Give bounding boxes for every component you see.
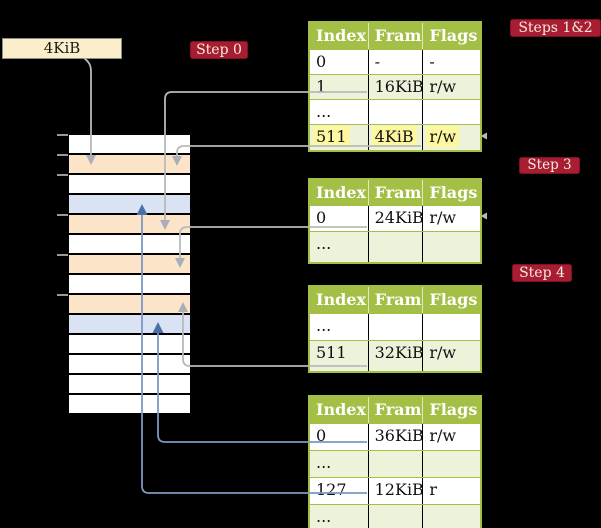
table-cell: 16KiB [367,75,422,99]
table-header-row: IndexFrameFlags [310,397,480,423]
table-cell: r/w [422,75,480,99]
table-cell [367,100,423,124]
table-cell: 24KiB [367,206,422,231]
memory-tick [57,294,68,296]
frame-size-label: 4KiB [2,38,122,59]
memory-tick [57,134,68,136]
memory-frame-row-orange [69,215,190,235]
step-badge-0: Step 0 [190,41,248,59]
table-cell: ... [316,102,332,121]
table-cell [367,314,423,340]
column-header: Flags [422,23,480,49]
table-cell: 4KiB [367,125,423,150]
memory-frame-row-white [69,135,190,155]
table-header-row: IndexFrameFlags [310,23,480,49]
column-header: Frame [367,23,422,49]
highlighted-value: 4KiB [371,126,417,147]
table-header-row: IndexFrameFlags [310,287,480,313]
table-row: 0 -- [310,49,480,74]
table-cell: 127 [316,480,347,499]
highlighted-value: 511 [313,126,350,147]
table-cell: r/w [422,424,480,450]
table-cell [367,451,423,477]
column-header: Flags [422,287,480,313]
memory-frame-row-blue [69,315,190,335]
table-cell: ... [316,234,332,253]
table-row: ... [310,231,480,262]
page-table-2: IndexFrameFlags 0 24KiBr/w... [308,178,482,264]
column-header: Index [316,183,367,202]
table-cell [367,505,423,528]
table-cell: 36KiB [367,424,422,450]
memory-frame-row-orange [69,155,190,175]
table-cell: r/w [422,341,480,371]
memory-tick [57,174,68,176]
table-cell: 511 [316,343,347,362]
memory-frame-row-white [69,275,190,295]
column-header: Index [316,26,367,45]
step-badge-1-2: Steps 1&2 [510,19,601,37]
table-cell: 511 [310,125,368,150]
memory-frame-row-orange [69,255,190,275]
memory-frame-row-white [69,375,190,395]
column-header: Index [316,400,367,419]
physical-memory-column [69,135,190,415]
table-cell [422,451,480,477]
memory-tick [57,254,68,256]
table-cell: 32KiB [367,341,422,371]
step-badge-4: Step 4 [512,264,572,282]
memory-frame-row-white [69,335,190,355]
column-header: Flags [422,180,480,205]
memory-frame-row-blue [69,195,190,215]
table-cell [422,505,480,528]
memory-tick [57,154,68,156]
table-cell [367,232,423,262]
column-header: Flags [422,397,480,423]
memory-frame-row-orange [69,295,190,315]
table-cell [422,232,480,262]
step-badge-3: Step 3 [519,157,580,174]
table-cell: ... [316,453,332,472]
table-cell: 12KiB [367,478,422,504]
table-row: 511 4KiB r/w [310,124,480,150]
table-cell: r/w [422,206,480,231]
column-header: Frame [367,287,422,313]
table-row: ... [310,313,480,340]
table-cell: ... [316,316,332,335]
table-cell [422,100,480,124]
table-cell: 0 [316,208,327,227]
column-header: Frame [367,397,422,423]
table-header-row: IndexFrameFlags [310,180,480,205]
highlighted-value: r/w [426,126,460,147]
table-cell [422,314,480,340]
table-cell: - [367,50,423,74]
table-row: ... [310,504,480,528]
memory-tick [57,214,68,216]
memory-frame-row-white [69,235,190,255]
table-row: ... [310,450,480,477]
table-cell: 1 [316,77,327,96]
table-cell: - [422,50,480,74]
table-cell: r/w [422,125,480,150]
table-cell: 0 [316,426,327,445]
table-cell: ... [316,507,332,526]
column-header: Index [316,290,367,309]
table-row: ... [310,99,480,124]
memory-frame-row-white [69,175,190,195]
table-cell: r [422,478,480,504]
memory-frame-row-white [69,355,190,375]
memory-frame-row-white [69,395,190,415]
table-cell: 0 [316,52,327,71]
column-header: Frame [367,180,422,205]
